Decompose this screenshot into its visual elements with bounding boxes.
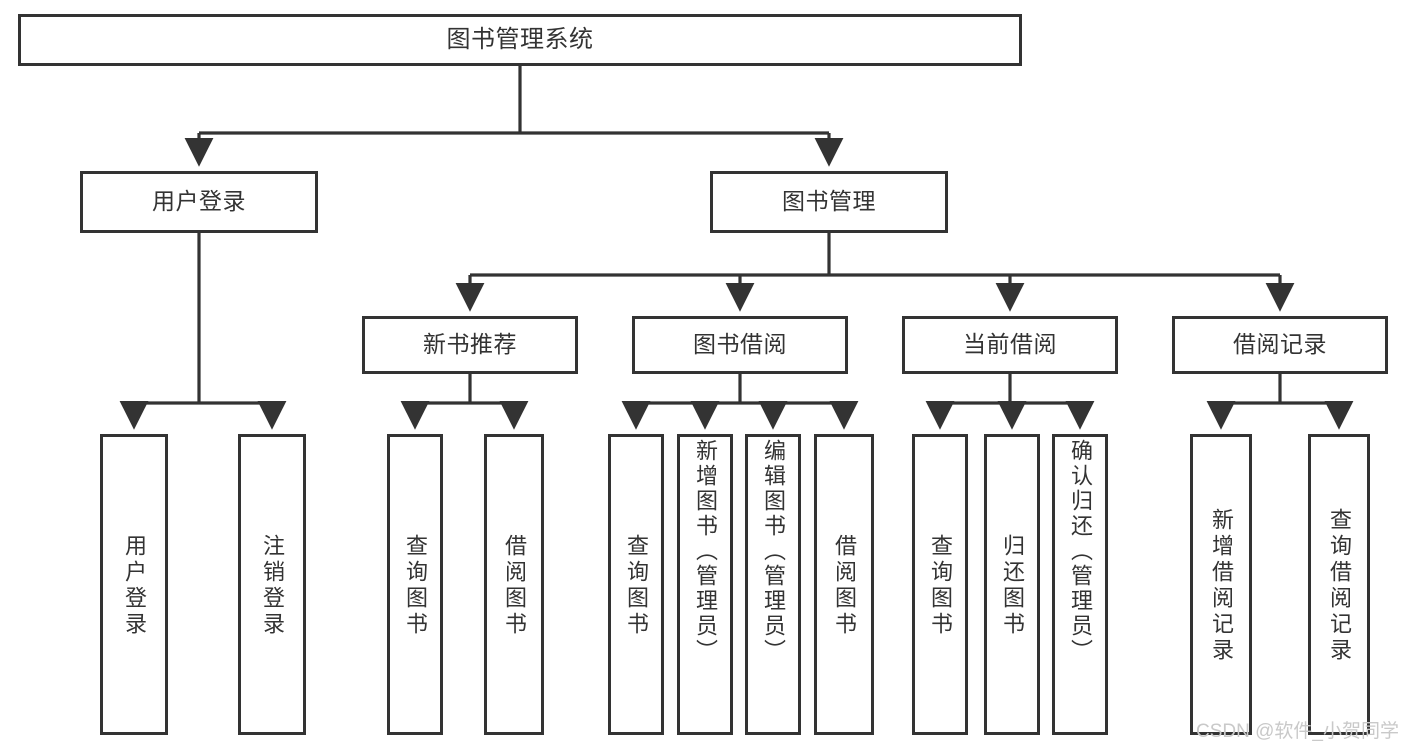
node-leaf-query-record-label: 查询借阅记录 xyxy=(1327,507,1352,664)
node-root-label: 图书管理系统 xyxy=(446,25,594,53)
node-leaf-logout[interactable]: 注销登录 xyxy=(238,434,306,735)
csdn-watermark: CSDN @软件_小贺同学 xyxy=(1196,721,1399,742)
node-new-book-rec-label: 新书推荐 xyxy=(423,331,517,358)
node-leaf-add-book-label: 新增图书（管理员） xyxy=(693,439,718,664)
node-user-login[interactable]: 用户登录 xyxy=(80,171,318,233)
node-leaf-add-book[interactable]: 新增图书（管理员） xyxy=(677,434,733,735)
node-leaf-add-record[interactable]: 新增借阅记录 xyxy=(1190,434,1252,735)
node-leaf-borrow-book-1-label: 借阅图书 xyxy=(502,533,527,638)
node-book-manage[interactable]: 图书管理 xyxy=(710,171,948,233)
node-leaf-query-record[interactable]: 查询借阅记录 xyxy=(1308,434,1370,735)
node-leaf-return-book[interactable]: 归还图书 xyxy=(984,434,1040,735)
node-new-book-rec[interactable]: 新书推荐 xyxy=(362,316,578,374)
node-leaf-borrow-book-2[interactable]: 借阅图书 xyxy=(814,434,874,735)
node-leaf-query-book-2[interactable]: 查询图书 xyxy=(608,434,664,735)
node-borrow-record[interactable]: 借阅记录 xyxy=(1172,316,1388,374)
node-leaf-add-record-label: 新增借阅记录 xyxy=(1209,507,1234,664)
node-leaf-query-book-1-label: 查询图书 xyxy=(403,533,428,638)
node-leaf-borrow-book-1[interactable]: 借阅图书 xyxy=(484,434,544,735)
node-leaf-query-book-3-label: 查询图书 xyxy=(928,533,953,638)
node-root[interactable]: 图书管理系统 xyxy=(18,14,1022,66)
node-leaf-query-book-2-label: 查询图书 xyxy=(624,533,649,638)
node-leaf-edit-book-label: 编辑图书（管理员） xyxy=(761,439,786,664)
node-leaf-edit-book[interactable]: 编辑图书（管理员） xyxy=(745,434,801,735)
node-user-login-label: 用户登录 xyxy=(152,188,246,215)
node-leaf-query-book-1[interactable]: 查询图书 xyxy=(387,434,443,735)
node-leaf-return-book-label: 归还图书 xyxy=(1000,533,1025,638)
node-leaf-query-book-3[interactable]: 查询图书 xyxy=(912,434,968,735)
node-leaf-user-login-label: 用户登录 xyxy=(122,533,147,638)
node-book-borrow-label: 图书借阅 xyxy=(693,331,787,358)
node-current-borrow-label: 当前借阅 xyxy=(963,331,1057,358)
node-current-borrow[interactable]: 当前借阅 xyxy=(902,316,1118,374)
node-borrow-record-label: 借阅记录 xyxy=(1233,331,1327,358)
node-book-manage-label: 图书管理 xyxy=(782,188,876,215)
node-book-borrow[interactable]: 图书借阅 xyxy=(632,316,848,374)
node-leaf-confirm-return-label: 确认归还（管理员） xyxy=(1068,439,1093,664)
node-leaf-borrow-book-2-label: 借阅图书 xyxy=(832,533,857,638)
node-leaf-user-login[interactable]: 用户登录 xyxy=(100,434,168,735)
node-leaf-confirm-return[interactable]: 确认归还（管理员） xyxy=(1052,434,1108,735)
node-leaf-logout-label: 注销登录 xyxy=(260,533,285,638)
